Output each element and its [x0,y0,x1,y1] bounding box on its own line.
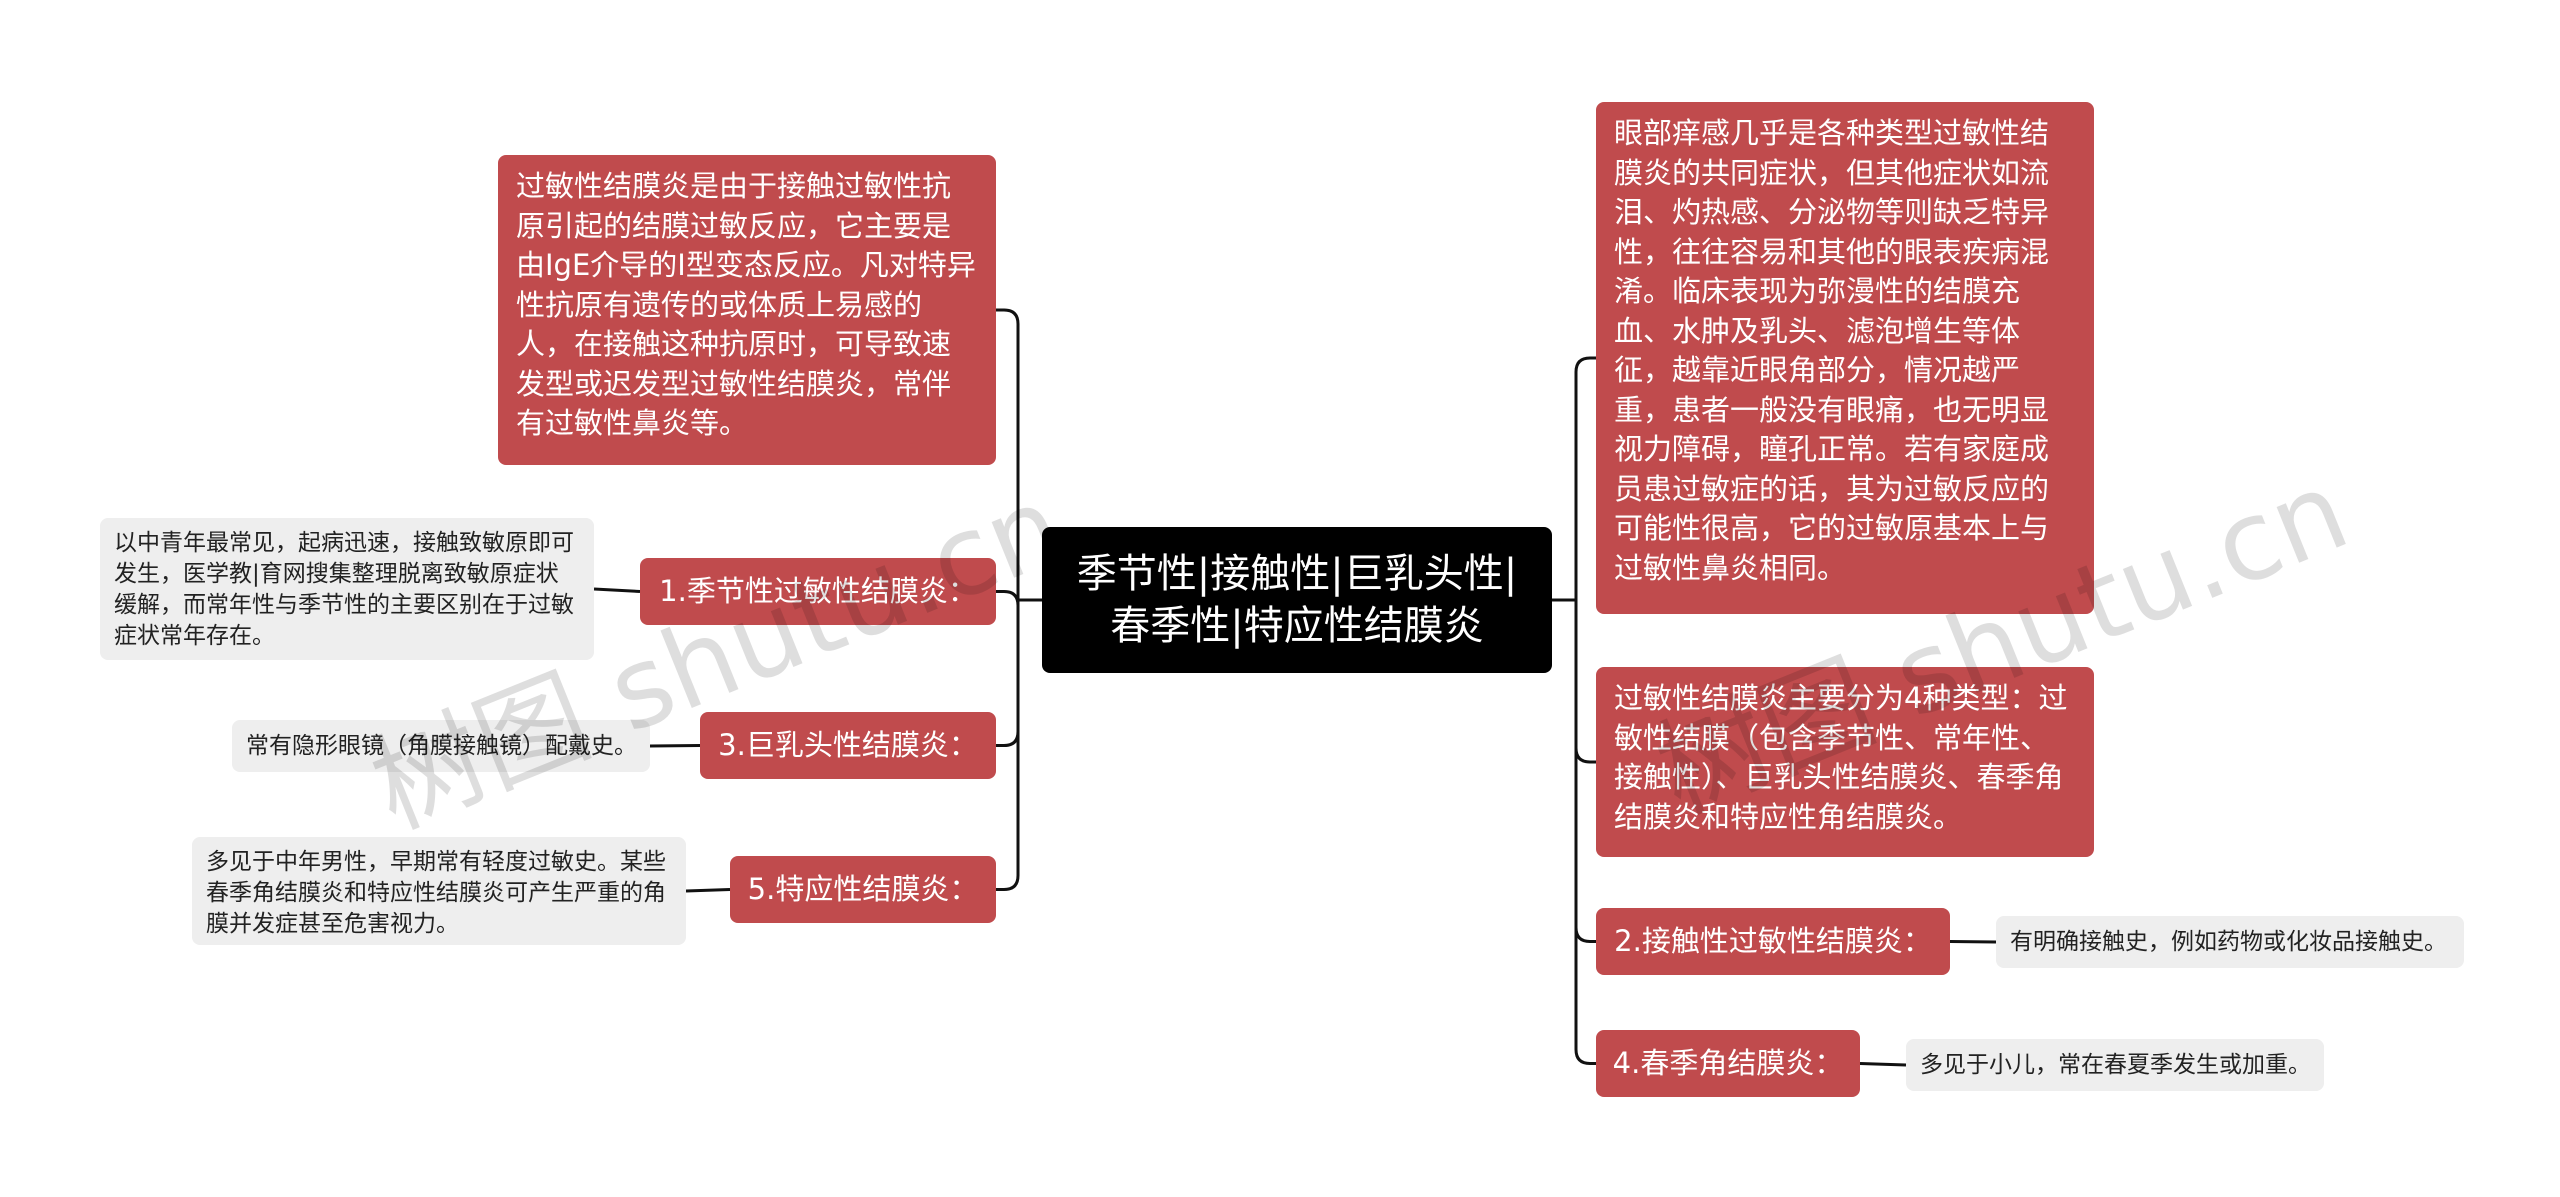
atopic-conjunctivitis-node[interactable]: 5.特应性结膜炎： [730,856,996,923]
connector-n-giant-d [649,744,701,748]
seasonal-conjunctivitis-node[interactable]: 1.季节性过敏性结膜炎： [640,558,996,625]
seasonal-conjunctivitis-detail[interactable]: 以中青年最常见，起病迅速，接触致敏原即可发生，医学教|育网搜集整理脱离致敏原症状… [100,518,594,660]
root-topic[interactable]: 季节性|接触性|巨乳头性|春季性|特应性结膜炎 [1042,527,1552,673]
connector-n-vernal [1574,600,1596,1065]
connector-n-def [996,308,1020,600]
connector-n-seasonal [996,590,1020,606]
connector-n-sym [1574,356,1596,600]
connector-n-vernal-d [1859,1062,1907,1067]
symptoms-node[interactable]: 眼部痒感几乎是各种类型过敏性结膜炎的共同症状，但其他症状如流泪、灼热感、分泌物等… [1596,102,2094,614]
contact-conjunctivitis-node[interactable]: 2.接触性过敏性结膜炎： [1596,908,1950,975]
definition-node[interactable]: 过敏性结膜炎是由于接触过敏性抗原引起的结膜过敏反应，它主要是由IgE介导的I型变… [498,155,996,465]
contact-conjunctivitis-detail[interactable]: 有明确接触史，例如药物或化妆品接触史。 [1996,916,2464,968]
vernal-keratoconjunctivitis-detail[interactable]: 多见于小儿，常在春夏季发生或加重。 [1906,1039,2324,1091]
atopic-conjunctivitis-detail[interactable]: 多见于中年男性，早期常有轻度过敏史。某些春季角结膜炎和特应性结膜炎可产生严重的角… [192,837,686,945]
connector-n-types [1574,600,1596,764]
connector-n-contact [1574,600,1596,943]
connector-n-contact-d [1949,940,1997,944]
connector-n-seasonal-d [593,587,641,593]
connector-n-giant [996,600,1020,747]
connector-n-atopic-d [685,888,731,893]
types-node[interactable]: 过敏性结膜炎主要分为4种类型：过敏性结膜（包含季节性、常年性、接触性）、巨乳头性… [1596,667,2094,857]
giant-papillary-conjunctivitis-detail[interactable]: 常有隐形眼镜（角膜接触镜）配戴史。 [232,720,650,772]
giant-papillary-conjunctivitis-node[interactable]: 3.巨乳头性结膜炎： [700,712,996,779]
vernal-keratoconjunctivitis-node[interactable]: 4.春季角结膜炎： [1596,1030,1860,1097]
connector-n-atopic [996,600,1020,891]
